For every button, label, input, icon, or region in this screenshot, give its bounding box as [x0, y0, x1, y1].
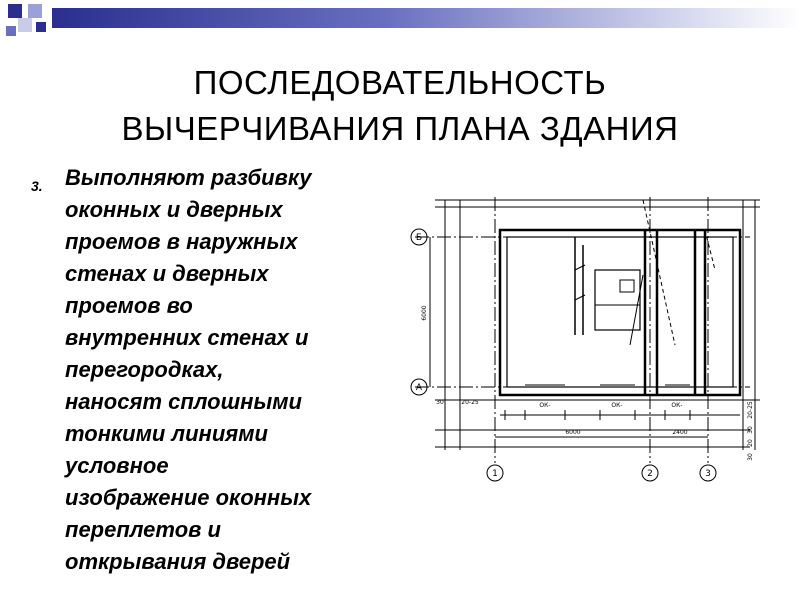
header-decoration	[0, 0, 800, 42]
axis-marker-3	[699, 464, 717, 482]
axis-label-1: 1	[492, 469, 498, 479]
bullet-line: стенах и дверных	[65, 261, 269, 286]
leader-line	[704, 229, 716, 271]
axis-label-2: 2	[647, 469, 653, 479]
bath-fixture	[619, 279, 635, 293]
bullet-line: перегородках,	[65, 357, 224, 382]
deco-square	[28, 4, 42, 18]
deco-square	[8, 4, 22, 18]
bullet-line: переплетов и	[65, 517, 221, 542]
window-label: ОК-	[611, 402, 622, 409]
axis-label-a: А	[416, 383, 423, 393]
bullet-line: проемов во	[65, 293, 193, 318]
door-swing	[574, 294, 586, 301]
bullet-number: 3.	[31, 178, 43, 194]
bullet-line: тонкими линиями	[65, 421, 268, 446]
axis-label-b: Б	[416, 233, 422, 243]
title-line-2: ВЫЧЕРЧИВАНИЯ ПЛАНА ЗДАНИЯ	[121, 110, 679, 147]
window-label: ОК-	[539, 402, 550, 409]
axis-marker-2	[641, 464, 659, 482]
bullet-line: внутренних стенах и	[65, 325, 309, 350]
axis-marker-a	[410, 378, 428, 396]
deco-square	[36, 22, 46, 32]
bathroom-block	[594, 269, 641, 331]
bullet-line: изображение оконных	[65, 485, 312, 510]
right-dim-label: 30	[747, 426, 754, 434]
window-label: ОК-	[671, 402, 682, 409]
right-dim-label: 20-25	[747, 401, 754, 419]
bullet-line: проемов в наружных	[65, 229, 298, 254]
bullet-line: Выполняют разбивку	[65, 165, 312, 190]
door-swing	[629, 274, 644, 346]
bullet-line: наносят сплошными	[65, 389, 302, 414]
dim-vertical: 6000	[421, 305, 428, 320]
deco-square	[6, 26, 16, 36]
inner-wall-face	[506, 236, 734, 388]
bullet-line: оконных и дверных	[65, 197, 283, 222]
right-dim-label: 20	[747, 439, 754, 447]
dim-bottom-2: 2400	[672, 429, 687, 436]
bullet-text: Выполняют разбивку оконных и дверных про…	[65, 162, 420, 578]
left-dim-label: 30	[436, 399, 444, 406]
building-plan-drawing: Б А 1 2 3 6000 6000 2400 ОК- ОК- ОК- 30 …	[410, 197, 760, 482]
dim-bottom-1: 6000	[565, 429, 580, 436]
deco-square	[18, 18, 32, 32]
axis-label-3: 3	[705, 469, 711, 479]
right-dim-label: 30	[747, 453, 754, 461]
bullet-line: условное	[65, 453, 169, 478]
axis-marker-1	[486, 464, 504, 482]
axis-marker-b	[410, 228, 428, 246]
leader-line	[642, 199, 676, 346]
door-swing	[574, 264, 586, 271]
slide-title: ПОСЛЕДОВАТЕЛЬНОСТЬ ВЫЧЕРЧИВАНИЯ ПЛАНА ЗД…	[40, 60, 760, 152]
title-line-1: ПОСЛЕДОВАТЕЛЬНОСТЬ	[193, 64, 607, 101]
bullet-line: открывания дверей	[65, 549, 291, 574]
header-gradient-strip	[52, 8, 800, 28]
left-dim-label: 20-25	[461, 399, 479, 406]
